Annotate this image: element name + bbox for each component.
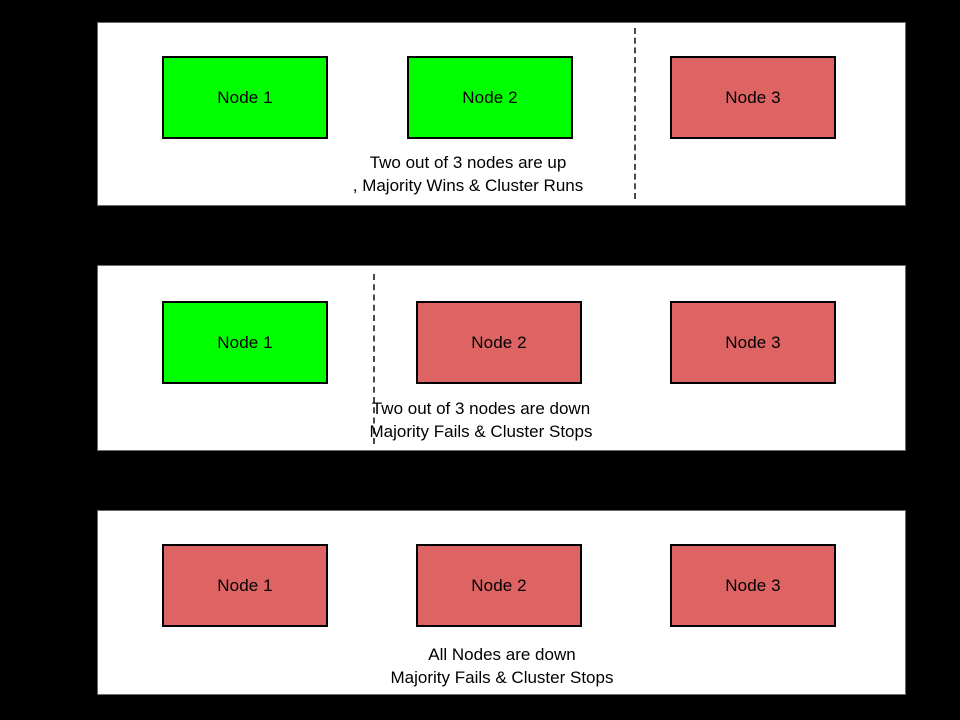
node-label: Node 3 (725, 333, 781, 352)
caption-line: Two out of 3 nodes are down (371, 399, 591, 418)
node-box-1-2[interactable]: Node 2 (407, 56, 573, 139)
quorum-divider-panel-2 (373, 274, 375, 444)
scenario-panel-1: Node 1 Node 2 Node 3 Two out of 3 nodes … (97, 22, 906, 206)
node-label: Node 1 (217, 576, 273, 595)
node-box-3-2[interactable]: Node 2 (416, 544, 582, 627)
node-box-1-3[interactable]: Node 3 (670, 56, 836, 139)
caption-line: Two out of 3 nodes are up (369, 153, 567, 172)
scenario-panel-3: Node 1 Node 2 Node 3 All Nodes are down … (97, 510, 906, 695)
node-label: Node 1 (217, 333, 273, 352)
panel-3-caption: All Nodes are down Majority Fails & Clus… (302, 643, 702, 689)
node-label: Node 1 (217, 88, 273, 107)
node-box-2-3[interactable]: Node 3 (670, 301, 836, 384)
quorum-divider-panel-1 (634, 28, 636, 199)
panel-1-caption: Two out of 3 nodes are up , Majority Win… (268, 151, 668, 197)
node-label: Node 3 (725, 576, 781, 595)
node-box-3-1[interactable]: Node 1 (162, 544, 328, 627)
scenario-panel-2: Node 1 Node 2 Node 3 Two out of 3 nodes … (97, 265, 906, 451)
caption-line: Majority Fails & Cluster Stops (390, 668, 614, 687)
panel-2-caption: Two out of 3 nodes are down Majority Fai… (281, 397, 681, 443)
caption-line: All Nodes are down (428, 645, 576, 664)
node-label: Node 2 (471, 333, 527, 352)
caption-line: Majority Fails & Cluster Stops (369, 422, 593, 441)
node-box-2-1[interactable]: Node 1 (162, 301, 328, 384)
node-box-1-1[interactable]: Node 1 (162, 56, 328, 139)
node-label: Node 2 (462, 88, 518, 107)
node-label: Node 2 (471, 576, 527, 595)
node-label: Node 3 (725, 88, 781, 107)
node-box-2-2[interactable]: Node 2 (416, 301, 582, 384)
caption-line: , Majority Wins & Cluster Runs (352, 176, 584, 195)
node-box-3-3[interactable]: Node 3 (670, 544, 836, 627)
